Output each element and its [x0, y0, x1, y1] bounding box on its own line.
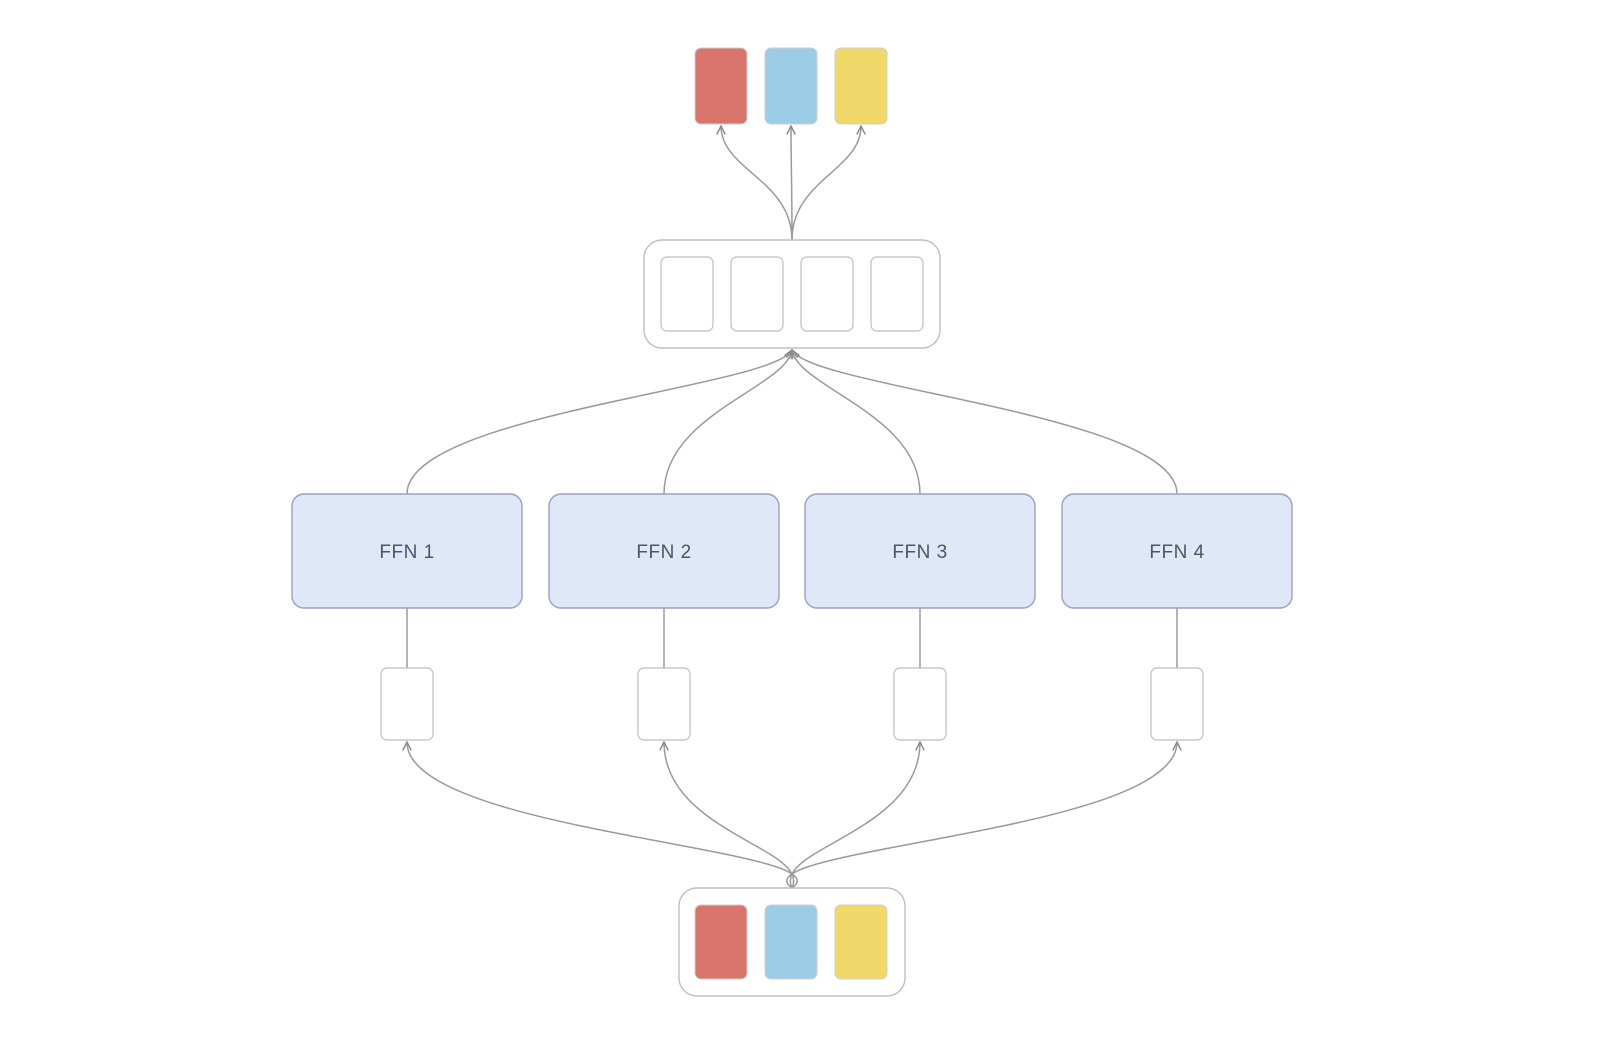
token-border: [1150, 667, 1204, 741]
input-token-3: [834, 904, 888, 980]
routed-token-3: [893, 667, 947, 741]
token-border: [800, 256, 854, 332]
ffn-label: FFN 3: [892, 542, 947, 563]
ffn-box: [1061, 493, 1293, 609]
combined-output-group: [643, 239, 941, 349]
connector-lines: [406, 126, 1178, 889]
token-border: [870, 256, 924, 332]
output-token-3: [834, 47, 888, 125]
combined-token-2: [730, 256, 784, 332]
ffn-expert-4: FFN 4: [1061, 493, 1293, 609]
token-border: [637, 667, 691, 741]
ffn-expert-2: FFN 2: [548, 493, 780, 609]
routed-token-1: [380, 667, 434, 741]
output-token-2: [764, 47, 818, 125]
route-arrow-1: [407, 742, 798, 889]
ffn-label: FFN 4: [1149, 542, 1204, 563]
combine-arrow-1: [406, 350, 792, 495]
diagram-nodes: FFN 1 FFN 2 FFN 3 FFN 4: [291, 47, 1293, 997]
combine-arrow-3: [792, 350, 921, 495]
combined-token-3: [800, 256, 854, 332]
ffn-expert-3: FFN 3: [804, 493, 1036, 609]
routed-token-4: [1150, 667, 1204, 741]
combine-arrow-2: [663, 350, 792, 495]
input-token-2: [764, 904, 818, 980]
ffn-expert-1: FFN 1: [291, 493, 523, 609]
combined-token-1: [660, 256, 714, 332]
input-token-1: [694, 904, 748, 980]
token-border: [380, 667, 434, 741]
ffn-label: FFN 2: [636, 542, 691, 563]
combined-token-4: [870, 256, 924, 332]
output-arrow-2: [791, 126, 792, 241]
token-border: [730, 256, 784, 332]
ffn-label: FFN 1: [379, 542, 434, 563]
route-arrow-4: [786, 742, 1177, 889]
output-token-1: [694, 47, 748, 125]
routed-token-2: [637, 667, 691, 741]
output-arrow-3: [791, 126, 861, 241]
token-border: [660, 256, 714, 332]
ffn-box: [291, 493, 523, 609]
ffn-box: [804, 493, 1036, 609]
ffn-box: [548, 493, 780, 609]
combine-arrow-4: [792, 350, 1178, 495]
output-arrow-1: [721, 126, 793, 241]
token-border: [893, 667, 947, 741]
